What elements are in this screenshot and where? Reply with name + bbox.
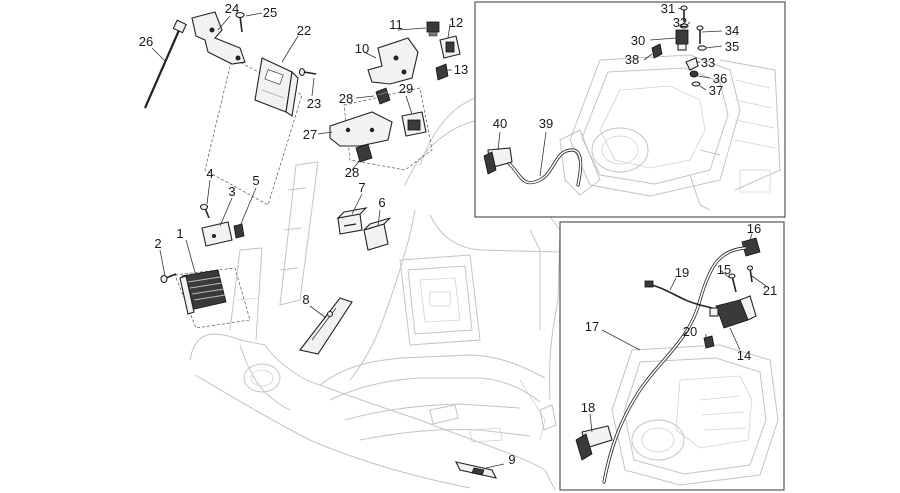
part-screw-34 [696, 25, 704, 44]
part-spark-cap-18 [575, 425, 613, 461]
part-clip-20 [703, 335, 715, 349]
label-part-9: 9 [508, 452, 515, 467]
part-washer-32 [679, 23, 689, 29]
label-part-34: 34 [725, 23, 739, 38]
label-part-1: 1 [176, 226, 183, 241]
label-part-6: 6 [378, 195, 385, 210]
label-part-3: 3 [228, 184, 235, 199]
label-part-22: 22 [297, 23, 311, 38]
scooter-frame-outline [189, 89, 561, 491]
part-washer-35 [697, 45, 707, 51]
label-part-11: 11 [389, 17, 403, 32]
part-screw-4 [199, 203, 210, 219]
part-screw-15 [728, 273, 737, 293]
part-cable-tie [143, 19, 187, 109]
label-part-35: 35 [725, 39, 739, 54]
inset-coil-box [559, 221, 785, 491]
part-clip-13 [435, 63, 449, 81]
part-ignition-coil-14 [709, 295, 757, 329]
part-number-labels: 1 2 3 4 5 6 7 8 9 10 11 12 13 14 15 16 1… [139, 1, 777, 467]
label-part-25: 25 [263, 5, 277, 20]
part-bracket-3 [201, 221, 233, 247]
part-voltage-regulator [179, 269, 227, 315]
label-part-33: 33 [701, 55, 715, 70]
label-part-8: 8 [302, 292, 309, 307]
label-part-36: 36 [713, 71, 727, 86]
part-seal-36 [689, 70, 699, 78]
part-fuse-holder-lower [355, 143, 373, 163]
label-part-30: 30 [631, 33, 645, 48]
label-part-17: 17 [585, 319, 599, 334]
part-relay-11 [426, 21, 440, 37]
part-fuse-holder-upper [375, 87, 391, 105]
part-ht-cable-17 [602, 246, 747, 484]
part-bracket-27 [329, 111, 393, 147]
part-screw-23 [298, 67, 317, 77]
label-part-10: 10 [355, 41, 369, 56]
label-part-2: 2 [154, 236, 161, 251]
label-part-14: 14 [737, 348, 751, 363]
part-mounting-bracket-10 [367, 37, 419, 85]
label-part-15: 15 [717, 262, 731, 277]
label-part-38: 38 [625, 52, 639, 67]
label-part-23: 23 [307, 96, 321, 111]
part-relay-6 [363, 217, 391, 251]
part-sensor-30 [675, 29, 689, 51]
part-ignition-cable-39 [503, 148, 583, 187]
label-part-21: 21 [763, 283, 777, 298]
assembly-dash-bracket [343, 87, 433, 171]
label-part-27: 27 [303, 127, 317, 142]
part-spark-cap-16 [741, 237, 761, 257]
label-part-20: 20 [683, 324, 697, 339]
part-relay-7 [336, 207, 368, 235]
label-part-28-upper: 28 [339, 91, 353, 106]
part-wire-19 [644, 280, 713, 309]
label-part-19: 19 [675, 265, 689, 280]
part-ecu-module [254, 57, 299, 117]
part-oring-37 [691, 81, 701, 87]
part-screw-21 [746, 265, 754, 283]
label-part-32: 32 [673, 15, 687, 30]
part-relay-12 [439, 35, 461, 59]
label-part-4: 4 [206, 166, 213, 181]
part-screw-31 [680, 5, 688, 22]
label-part-24: 24 [225, 1, 239, 16]
part-ecu-bracket [191, 11, 246, 65]
part-clip-38 [651, 43, 663, 59]
part-gasket-33 [685, 57, 699, 71]
part-spark-cap-40 [483, 147, 513, 175]
label-part-39: 39 [539, 116, 553, 131]
label-part-5: 5 [252, 173, 259, 188]
label-part-13: 13 [454, 62, 468, 77]
label-part-37: 37 [709, 83, 723, 98]
label-part-7: 7 [358, 180, 365, 195]
label-part-29: 29 [399, 81, 413, 96]
part-relay-29 [401, 111, 427, 137]
part-screw-2 [160, 273, 177, 284]
label-part-26: 26 [139, 34, 153, 49]
inset-ignition-box [474, 1, 786, 218]
part-clip-5 [233, 223, 245, 239]
label-part-12: 12 [449, 15, 463, 30]
part-cover-plate-8 [299, 297, 353, 355]
label-part-18: 18 [581, 400, 595, 415]
leader-lines [151, 7, 767, 469]
label-part-28-lower: 28 [345, 165, 359, 180]
label-part-40: 40 [493, 116, 507, 131]
label-part-31: 31 [661, 1, 675, 16]
part-screw-25 [235, 11, 245, 33]
part-cover-9 [454, 461, 498, 479]
label-part-16: 16 [747, 221, 761, 236]
